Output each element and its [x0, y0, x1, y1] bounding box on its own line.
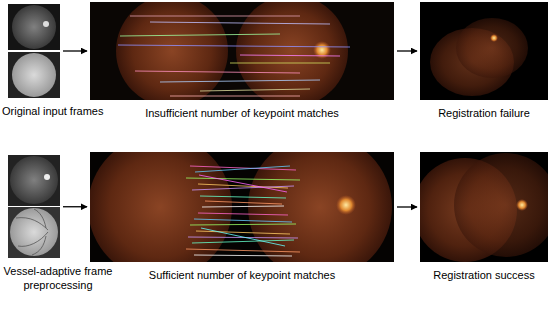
match-line — [198, 184, 288, 188]
match-line — [230, 63, 330, 64]
match-line — [200, 196, 286, 198]
fundus-image — [456, 18, 528, 78]
image-panel: Registration failure — [420, 2, 548, 100]
gray-fundus — [12, 53, 56, 97]
match-line — [240, 55, 340, 56]
match-line — [160, 80, 320, 82]
match-line — [194, 219, 292, 222]
optic-disc — [516, 199, 528, 211]
match-line — [199, 175, 287, 192]
flow-arrow — [397, 206, 417, 207]
match-line — [130, 16, 300, 17]
optic-disc — [313, 41, 331, 59]
gray-fundus — [10, 208, 58, 256]
match-line — [118, 45, 350, 47]
fundus-image — [116, 2, 228, 100]
match-line — [190, 224, 296, 225]
flow-arrow — [397, 50, 417, 51]
frame-background — [8, 4, 60, 50]
flow-arrow — [63, 50, 87, 51]
match-line — [198, 213, 288, 215]
panel-caption: Registration success — [433, 268, 535, 282]
optic-disc — [43, 21, 49, 27]
optic-disc — [490, 34, 498, 42]
panel-caption: Sufficient number of keypoint matches — [149, 268, 335, 282]
vessel — [32, 236, 46, 255]
match-line — [194, 255, 292, 256]
panel-caption: Original input frames — [2, 104, 104, 118]
match-line — [192, 240, 294, 243]
gray-fundus — [10, 156, 58, 204]
image-panel: Insufficient number of keypoint matches — [90, 2, 394, 100]
match-line — [201, 228, 285, 246]
match-line — [186, 249, 300, 252]
match-line — [192, 186, 294, 190]
vessel — [34, 209, 46, 228]
match-line — [202, 206, 284, 207]
flow-arrow — [63, 206, 87, 207]
gray-fundus — [12, 5, 56, 49]
optic-disc — [44, 174, 50, 180]
match-line — [170, 96, 300, 97]
match-line — [120, 34, 280, 36]
match-line — [195, 166, 290, 172]
match-line — [186, 178, 300, 180]
fundus-image — [248, 152, 392, 262]
image-panel: Registration success — [420, 152, 548, 262]
match-line — [196, 231, 290, 234]
fundus-image — [454, 153, 548, 257]
panel-caption: Vessel-adaptive frame preprocessing — [2, 264, 114, 292]
frame-background — [8, 52, 60, 98]
panel-caption: Registration failure — [438, 106, 530, 120]
image-panel: Vessel-adaptive frame preprocessing — [8, 155, 60, 258]
panel-caption: Insufficient number of keypoint matches — [145, 106, 339, 120]
match-line — [200, 89, 310, 91]
fundus-image — [236, 2, 348, 100]
match-line — [135, 71, 300, 73]
frame-background — [8, 207, 60, 258]
match-line — [150, 22, 330, 24]
optic-disc — [336, 195, 356, 215]
match-line — [205, 201, 282, 204]
image-panel: Sufficient number of keypoint matches — [90, 152, 394, 262]
image-panel: Original input frames — [8, 4, 60, 98]
frame-background — [8, 155, 60, 206]
panel-background — [420, 2, 548, 100]
